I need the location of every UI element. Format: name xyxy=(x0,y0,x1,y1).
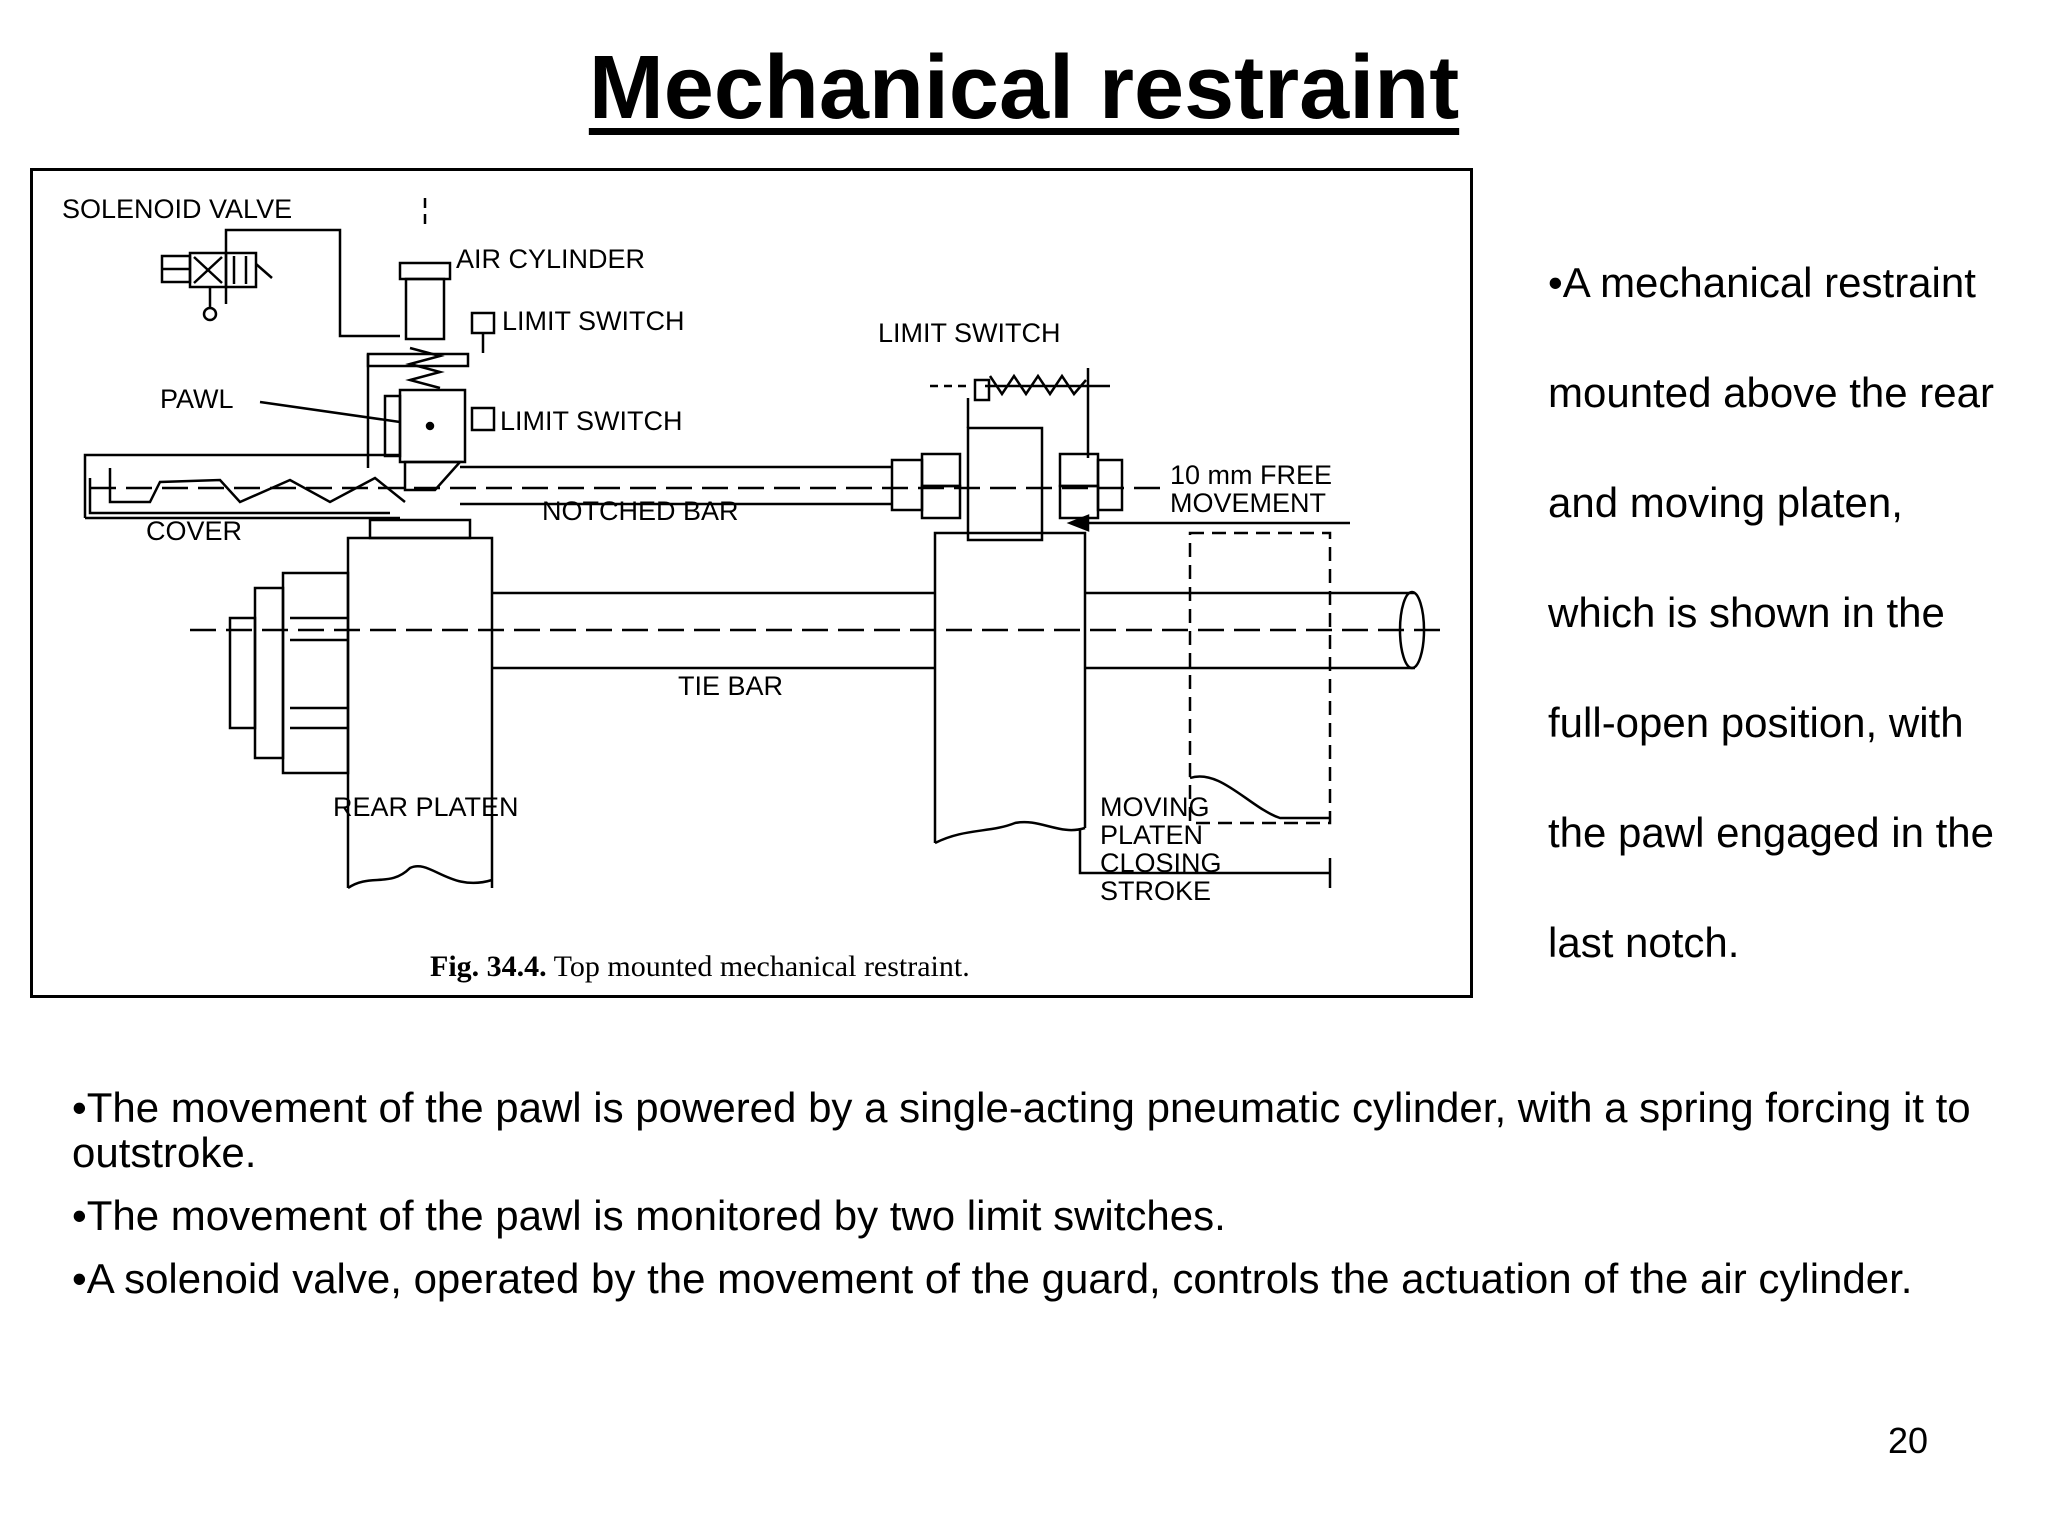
slide-title-text: Mechanical restraint xyxy=(588,38,1460,138)
tie-bar-nut xyxy=(228,571,350,775)
label-moving-platen-line1: MOVING xyxy=(1100,792,1210,822)
limit-switch-right-assembly xyxy=(930,368,1110,542)
label-limit-switch-top: LIMIT SWITCH xyxy=(502,306,685,336)
label-air-cylinder: AIR CYLINDER xyxy=(456,244,645,274)
label-moving-platen-line3: CLOSING xyxy=(1100,848,1222,878)
air-line xyxy=(224,228,400,338)
label-notched-bar: NOTCHED BAR xyxy=(542,496,739,526)
label-cover: COVER xyxy=(146,516,242,546)
label-free-movement-line1: 10 mm FREE xyxy=(1170,460,1332,490)
label-solenoid-valve: SOLENOID VALVE xyxy=(62,194,292,224)
page-number: 20 xyxy=(1888,1420,1929,1461)
label-tie-bar: TIE BAR xyxy=(678,671,783,701)
figure-mechanical-restraint: SOLENOID VALVE AIR CYLINDER LIMIT SWITCH… xyxy=(30,168,1473,998)
label-pawl: PAWL xyxy=(160,384,234,414)
label-limit-switch-mid: LIMIT SWITCH xyxy=(500,406,683,436)
bullet-list: •The movement of the pawl is powered by … xyxy=(72,1085,1992,1319)
figure-caption-text: Top mounted mechanical restraint. xyxy=(554,950,970,983)
label-free-movement-line2: MOVEMENT xyxy=(1170,488,1326,518)
side-line: and moving platen, xyxy=(1548,479,1903,526)
notched-bar xyxy=(90,452,1170,520)
side-description: •A mechanical restraint mounted above th… xyxy=(1548,228,2048,998)
solenoid-valve-symbol xyxy=(160,251,273,322)
label-rear-platen: REAR PLATEN xyxy=(333,792,519,822)
side-line: the pawl engaged in the xyxy=(1548,809,1995,856)
label-limit-switch-right: LIMIT SWITCH xyxy=(878,318,1061,348)
bullet-item: •The movement of the pawl is monitored b… xyxy=(72,1192,1226,1239)
cover xyxy=(83,453,400,520)
bullet-item: •A solenoid valve, operated by the movem… xyxy=(72,1255,1913,1302)
limit-switch-mid-icon xyxy=(470,406,496,432)
side-line: which is shown in the xyxy=(1548,589,1945,636)
label-moving-platen-line2: PLATEN xyxy=(1100,820,1203,850)
side-line: •A mechanical restraint xyxy=(1548,259,1976,306)
closing-stroke-dimension xyxy=(1078,828,1330,875)
figure-caption-number: Fig. 34.4. xyxy=(430,950,547,983)
side-line: last notch. xyxy=(1548,919,1740,966)
mechanical-restraint-diagram: SOLENOID VALVE AIR CYLINDER LIMIT SWITCH… xyxy=(30,168,1473,998)
air-cylinder xyxy=(366,198,470,468)
figure-caption: Fig. 34.4. Top mounted mechanical restra… xyxy=(430,950,970,983)
figure-frame xyxy=(30,168,1473,998)
label-moving-platen-line4: STROKE xyxy=(1100,876,1211,906)
slide-title: Mechanical restraint xyxy=(0,38,2048,138)
tie-bar xyxy=(190,590,1440,670)
moving-platen xyxy=(933,531,1332,845)
side-line: full-open position, with xyxy=(1548,699,1964,746)
side-line: mounted above the rear xyxy=(1548,369,1994,416)
bullet-item: •The movement of the pawl is powered by … xyxy=(72,1084,1971,1176)
